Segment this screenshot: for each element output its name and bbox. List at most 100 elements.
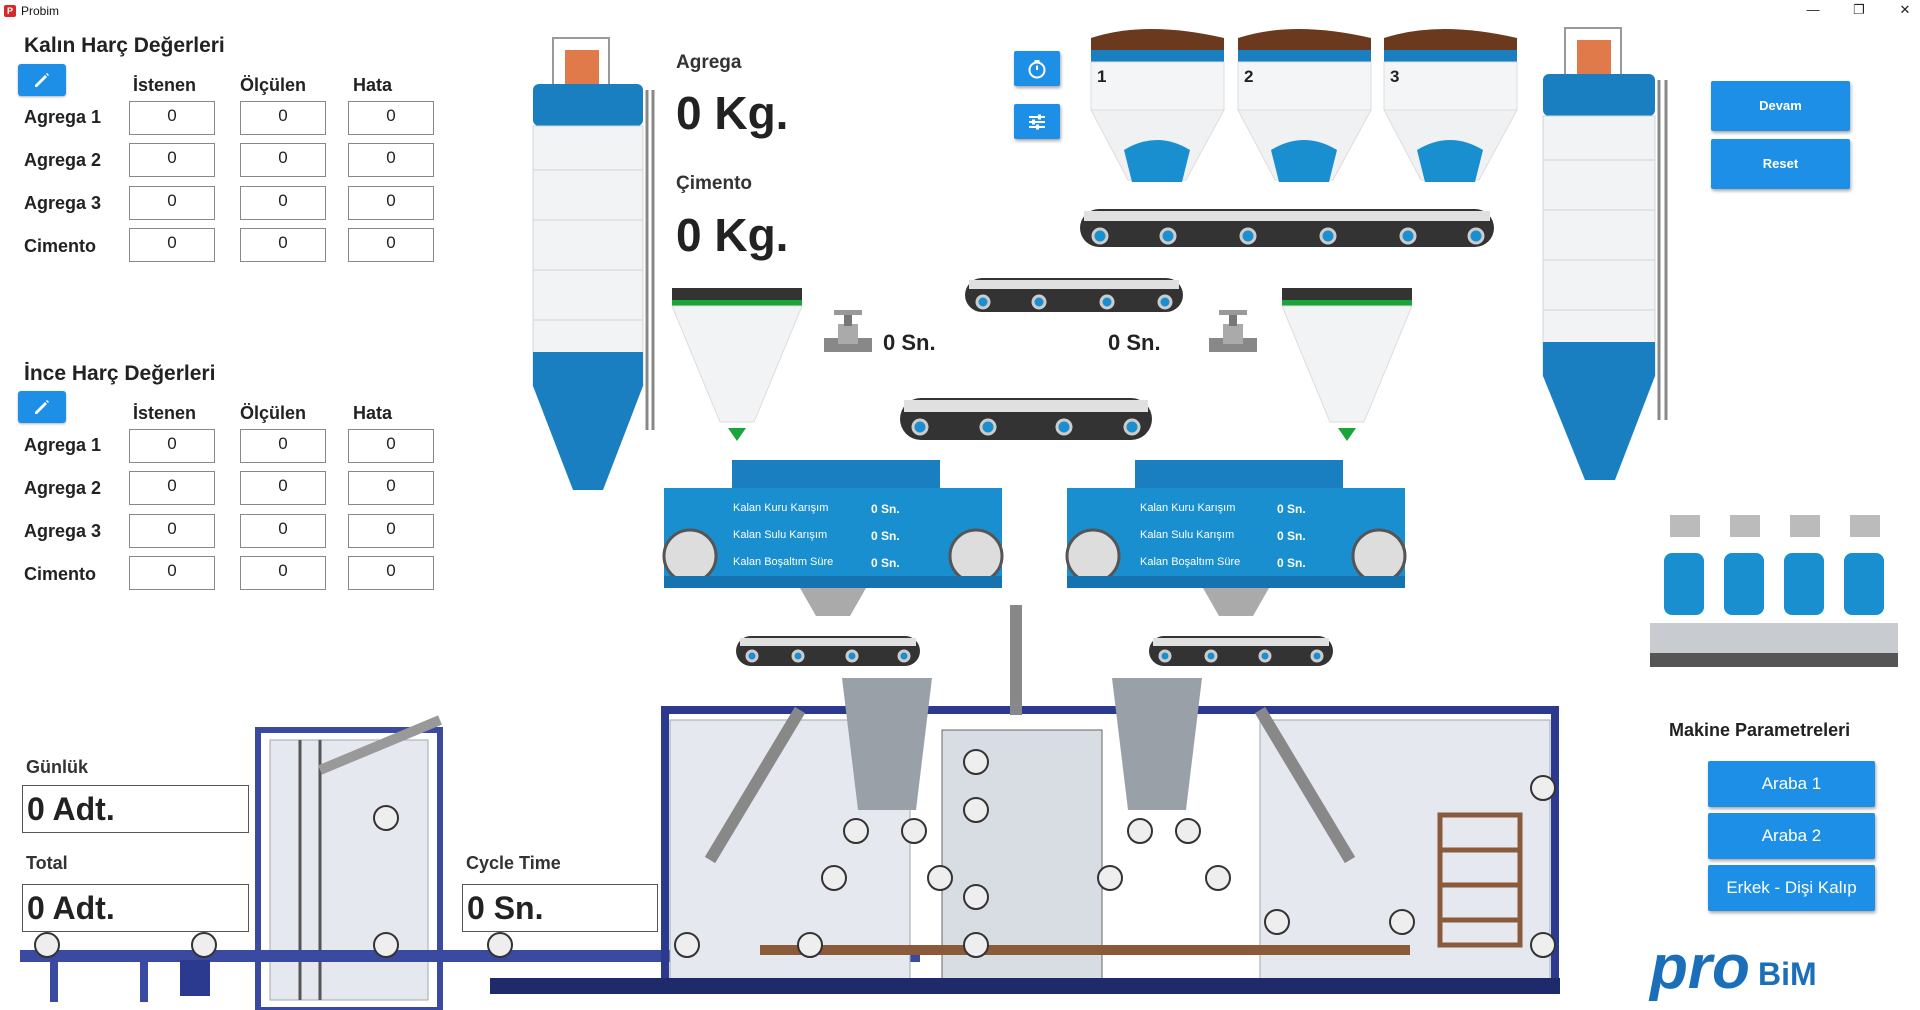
cell-input[interactable]: 0 [348,228,434,262]
logo-text-pro: pro [1650,933,1750,1002]
cell-input[interactable]: 0 [129,143,215,177]
col-header-error: Hata [353,403,393,423]
col-header-requested: İstenen [133,75,197,95]
row-label: Agrega 3 [24,521,102,541]
pencil-icon [35,73,49,87]
total-count-display: 0 Adt. [22,884,249,932]
bin-number: 1 [1097,67,1107,86]
cell-input[interactable]: 0 [240,186,326,220]
cell-input[interactable]: 0 [240,514,326,548]
cycle-time-label: Cycle Time [466,853,561,873]
bin-number: 2 [1244,67,1254,86]
cell-input[interactable]: 0 [129,471,215,505]
cart-2-button[interactable]: Araba 2 [1708,813,1875,859]
total-label: Total [26,853,68,873]
restore-button[interactable]: ❐ [1853,2,1865,17]
cell-input[interactable]: 0 [129,101,215,135]
row-label: Agrega 1 [24,107,102,127]
close-button[interactable]: ✕ [1899,2,1911,17]
stopwatch-icon [1028,59,1046,78]
cell-input[interactable]: 0 [129,514,215,548]
row-label: Cimento [24,236,96,256]
fine-mortar-title: İnce Harç Değerleri [24,362,216,385]
weigh-hopper-left [671,288,803,441]
pump-motors [1650,515,1898,667]
bin-number: 3 [1390,67,1400,86]
cell-input[interactable]: 0 [129,429,215,463]
agrega-label: Agrega [676,52,742,73]
mixer-left-row-label: Kalan Boşaltım Süre [733,556,834,568]
cart-1-button[interactable]: Araba 1 [1708,761,1875,807]
daily-label: Günlük [26,757,88,777]
conveyor-small-right [1149,636,1333,666]
minimize-button[interactable]: — [1806,2,1820,17]
thick-mortar-edit-button[interactable] [18,64,66,96]
cell-input[interactable]: 0 [129,228,215,262]
cell-input[interactable]: 0 [348,101,434,135]
cell-input[interactable]: 0 [348,556,434,590]
cement-silo-right [1542,27,1668,480]
row-label: Agrega 2 [24,478,102,498]
cell-input[interactable]: 0 [240,471,326,505]
cell-input[interactable]: 0 [348,186,434,220]
row-label: Agrega 1 [24,435,102,455]
window-title: Probim [21,4,60,18]
mixer-right-row-value: 0 Sn. [1277,502,1306,516]
cell-input[interactable]: 0 [240,101,326,135]
cimento-label: Çimento [676,173,752,194]
mixer-right-row-label: Kalan Boşaltım Süre [1140,556,1241,568]
cell-input[interactable]: 0 [129,556,215,590]
thick-mortar-title: Kalın Harç Değerleri [24,34,225,57]
reset-button[interactable]: Reset [1711,139,1850,189]
cell-input[interactable]: 0 [348,143,434,177]
mixer-right [1065,460,1407,616]
row-label: Cimento [24,564,96,584]
mixer-right-row-value: 0 Sn. [1277,529,1306,543]
mixer-left-row-value: 0 Sn. [871,556,900,570]
conveyor-middle [965,278,1183,312]
daily-count-display: 0 Adt. [22,785,249,833]
cell-input[interactable]: 0 [348,429,434,463]
valve-time-left: 0 Sn. [883,330,936,355]
cell-input[interactable]: 0 [348,514,434,548]
conveyor-lower [900,398,1152,440]
pencil-icon [35,400,49,414]
water-valve-right-icon [1209,310,1257,352]
cimento-weight-value: 0 Kg. [676,209,789,261]
settings-sliders-button[interactable] [1014,104,1060,139]
row-label: Agrega 3 [24,193,102,213]
machine-params-title: Makine Parametreleri [1669,720,1851,740]
male-female-mold-button[interactable]: Erkek - Dişi Kalıp [1708,865,1875,911]
weigh-hopper-right [1281,288,1413,441]
cell-input[interactable]: 0 [129,186,215,220]
continue-button[interactable]: Devam [1711,81,1850,131]
col-header-error: Hata [353,75,393,95]
fine-mortar-edit-button[interactable] [18,391,66,423]
mixer-left-row-label: Kalan Sulu Karışım [733,529,828,541]
agrega-weight-value: 0 Kg. [676,87,789,139]
sliders-icon [1029,114,1045,129]
mixer-right-row-label: Kalan Sulu Karışım [1140,529,1235,541]
mixer-left [662,460,1004,616]
probim-logo: pro BiM [1650,933,1820,1002]
col-header-requested: İstenen [133,403,197,423]
cell-input[interactable]: 0 [348,471,434,505]
mixer-left-row-value: 0 Sn. [871,529,900,543]
cement-silo-left [532,37,655,490]
col-header-measured: Ölçülen [240,403,307,423]
col-header-measured: Ölçülen [240,75,307,95]
mixer-right-row-label: Kalan Kuru Karışım [1140,502,1236,514]
mixer-right-row-value: 0 Sn. [1277,556,1306,570]
cell-input[interactable]: 0 [240,228,326,262]
cell-input[interactable]: 0 [240,143,326,177]
cell-input[interactable]: 0 [240,556,326,590]
mixer-left-row-value: 0 Sn. [871,502,900,516]
app-icon: P [4,5,16,17]
water-valve-left-icon [824,310,872,352]
timer-button[interactable] [1014,51,1060,86]
cell-input[interactable]: 0 [240,429,326,463]
logo-text-bim: BiM [1758,956,1817,992]
mixer-left-row-label: Kalan Kuru Karışım [733,502,829,514]
aggregate-bins [1090,29,1518,182]
cycle-time-display: 0 Sn. [462,884,658,932]
